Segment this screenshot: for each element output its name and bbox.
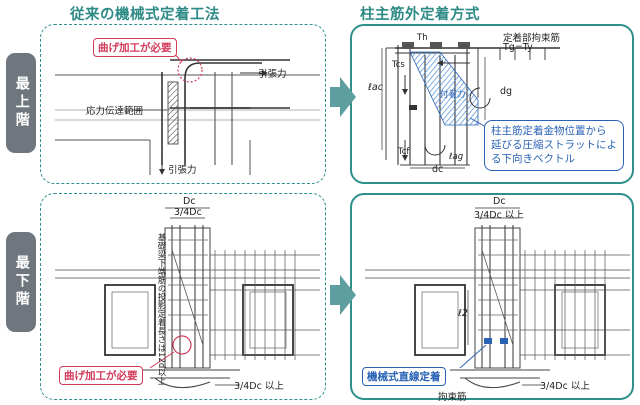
title-left: 従来の機械式定着工法: [70, 7, 220, 23]
top-right-confining-bar: 定着部拘束筋: [503, 33, 561, 44]
bottom-right-l2: ℓ2: [458, 308, 468, 319]
bottom-right-straight-badge: 機械式直線定着: [362, 367, 446, 386]
top-right-tcs: Tcs: [392, 60, 405, 70]
top-left-tension-bottom: 引張力: [168, 165, 197, 176]
panel-top-right: [350, 24, 634, 184]
top-left-tension-right: 引張力: [258, 69, 287, 80]
top-right-callout: 柱主筋定着金物位置から 延びる圧縮ストラットによ る下向きベクトル: [484, 120, 624, 171]
bottom-left-bend-badge: 曲げ加工が必要: [59, 366, 143, 385]
flow-arrow-top: [330, 77, 356, 117]
bottom-right-dc34: 3/4Dc 以上: [474, 210, 524, 221]
top-right-dg: dg: [500, 86, 513, 97]
top-right-th: Th: [417, 33, 428, 43]
bottom-left-dc34: 3/4Dc: [174, 207, 202, 218]
top-left-bend-badge: 曲げ加工が必要: [93, 38, 177, 57]
bottom-left-vertical-note: 基礎梁下端筋の投影定着長さは12d以上: [156, 233, 166, 386]
panel-top-left: [40, 24, 326, 184]
top-right-strut: 付着力: [440, 90, 466, 100]
bottom-left-dc: Dc: [183, 196, 196, 207]
panel-bottom-left: [40, 193, 326, 400]
top-right-callout-text: 柱主筋定着金物位置から 延びる圧縮ストラットによ る下向きベクトル: [491, 125, 617, 166]
top-right-tcf: Tcf: [398, 147, 410, 157]
title-right: 柱主筋外定着方式: [360, 7, 480, 23]
row-tab-bottom: 最下階: [6, 232, 36, 332]
flow-arrow-bottom: [330, 275, 356, 315]
top-right-dc: dc: [432, 164, 444, 175]
bottom-right-tie: 拘束筋: [438, 392, 467, 403]
top-left-stress-range: 応力伝達範囲: [86, 106, 144, 117]
top-right-lac: ℓac: [368, 82, 383, 93]
top-right-lag: ℓag: [449, 152, 464, 162]
bottom-right-dc: Dc: [493, 196, 506, 207]
bottom-left-dc34-min: 3/4Dc 以上: [234, 381, 284, 392]
row-tab-bottom-label: 最下階: [13, 255, 30, 309]
top-right-tg: Tg=Ty: [503, 42, 533, 53]
row-tab-top: 最上階: [6, 53, 36, 153]
row-tab-top-label: 最上階: [13, 76, 30, 130]
bottom-right-dc34-min: 3/4Dc 以上: [540, 381, 590, 392]
